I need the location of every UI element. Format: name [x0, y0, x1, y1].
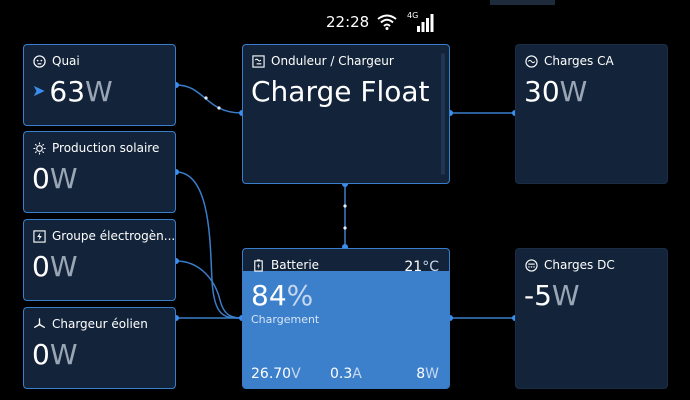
- import-arrow-icon: ➤: [32, 81, 46, 100]
- network-type: 4G: [407, 11, 419, 20]
- card-title: Quai: [52, 54, 80, 68]
- card-unit: W: [559, 75, 588, 108]
- card-onduleur-chargeur[interactable]: Onduleur / Chargeur Charge Float: [242, 44, 450, 184]
- ac-icon: [525, 54, 538, 68]
- inverter-state: Charge Float: [251, 75, 430, 108]
- grid-icon: [33, 54, 46, 68]
- card-unit: W: [49, 338, 78, 371]
- card-charges-ca[interactable]: Charges CA 30W: [515, 44, 668, 184]
- card-value: 30: [524, 75, 560, 108]
- card-title: Onduleur / Chargeur: [271, 54, 394, 68]
- clock: 22:28: [326, 13, 370, 31]
- card-production-solaire[interactable]: Production solaire 0W: [23, 131, 176, 213]
- card-title: Groupe électrogèn...: [52, 229, 176, 243]
- card-unit: W: [551, 279, 580, 312]
- card-title: Batterie: [271, 258, 320, 272]
- card-title: Charges CA: [544, 54, 614, 68]
- battery-charging-icon: [254, 258, 263, 272]
- inverter-icon: [252, 54, 265, 68]
- card-unit: W: [49, 162, 78, 195]
- card-charges-dc[interactable]: Charges DC -5W: [515, 248, 668, 389]
- signal-icon: [417, 14, 434, 32]
- wind-turbine-icon: [34, 317, 45, 328]
- battery-state: Chargement: [251, 313, 320, 326]
- battery-voltage: 26.70V: [251, 366, 301, 382]
- battery-soc: 84%: [251, 279, 314, 312]
- card-title: Charges DC: [544, 258, 615, 272]
- card-batterie[interactable]: Batterie 21°C 84% Chargement 26.70V 0.3A…: [242, 248, 450, 389]
- card-quai[interactable]: Quai ➤63W: [23, 44, 176, 126]
- card-unit: W: [85, 75, 113, 108]
- dc-icon: [525, 258, 538, 272]
- card-title: Chargeur éolien: [52, 317, 148, 331]
- sun-icon: [33, 141, 46, 155]
- battery-level-fill: [243, 271, 449, 388]
- battery-power: 8W: [416, 366, 439, 382]
- battery-current: 0.3A: [330, 366, 362, 382]
- card-value: 0: [32, 162, 50, 195]
- card-value: 0: [32, 338, 50, 371]
- top-tab: [490, 0, 555, 5]
- card-chargeur-eolien[interactable]: Chargeur éolien 0W: [23, 307, 176, 389]
- card-groupe-electrogene[interactable]: Groupe électrogèn... 0W: [23, 219, 176, 301]
- card-value: -5: [524, 279, 552, 312]
- card-unit: W: [49, 250, 78, 283]
- card-value: 0: [32, 250, 50, 283]
- status-bar: 22:28 4G: [0, 0, 690, 40]
- battery-temperature: 21°C: [404, 259, 439, 275]
- card-value: 63: [49, 75, 86, 108]
- card-scrollbar[interactable]: [441, 53, 445, 175]
- card-title: Production solaire: [52, 141, 160, 155]
- generator-icon: [33, 229, 46, 243]
- wifi-icon: [377, 14, 397, 30]
